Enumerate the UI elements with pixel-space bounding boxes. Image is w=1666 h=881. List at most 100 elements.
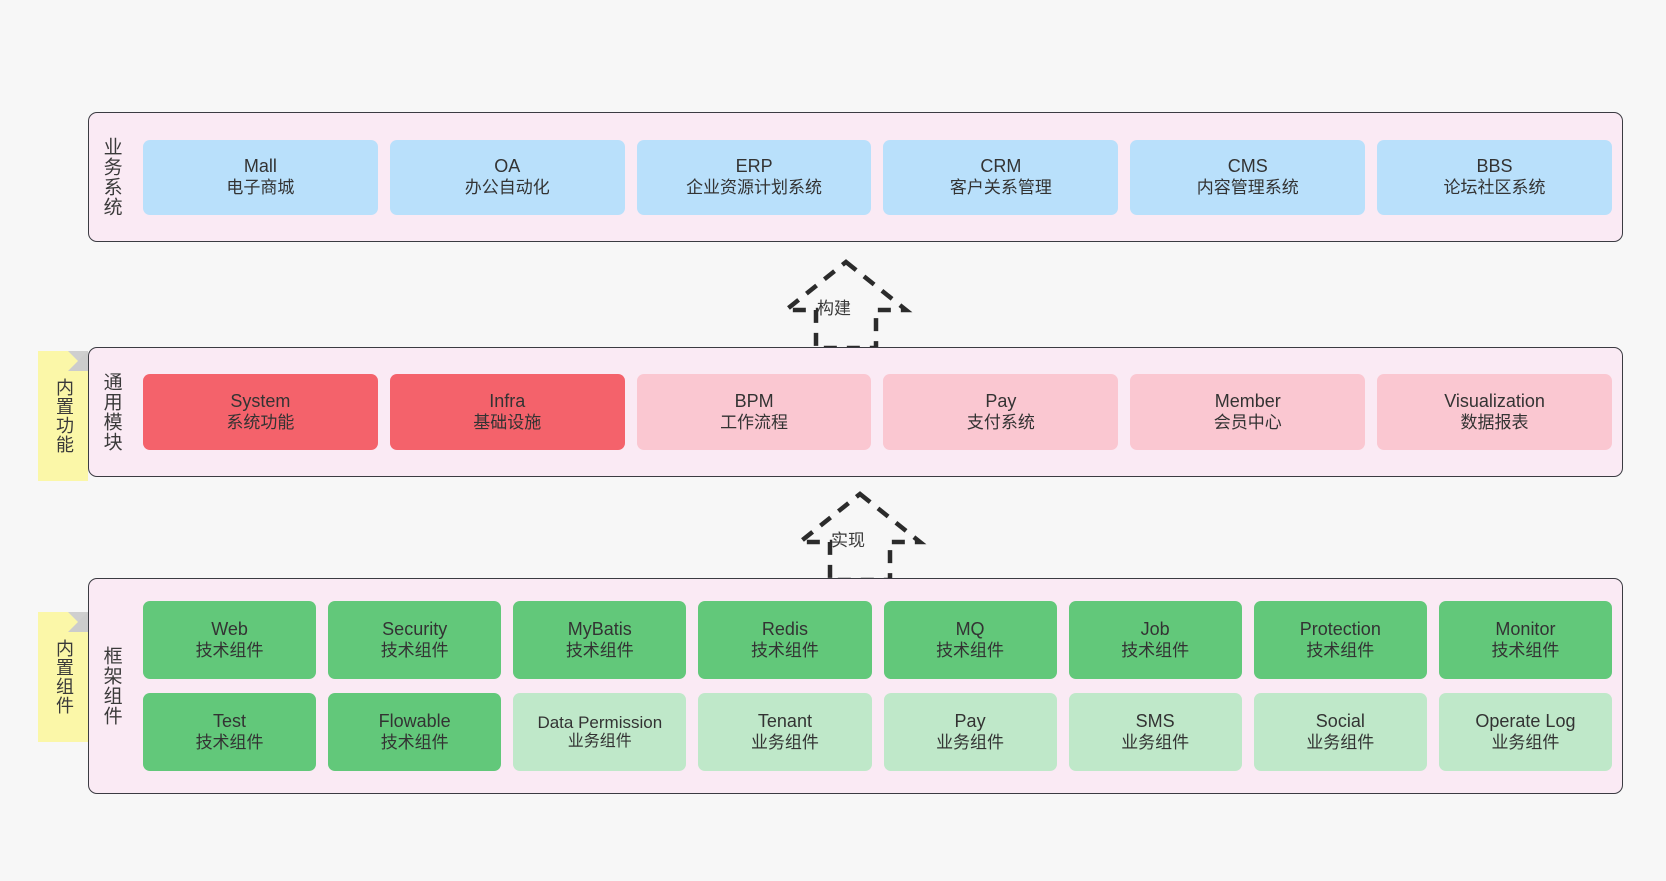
node-mall[interactable]: Mall 电子商城 — [143, 139, 378, 215]
node-job[interactable]: Job 技术组件 — [1068, 601, 1242, 679]
node-bpm-en: BPM — [734, 391, 774, 412]
arrow-implement-outline — [793, 491, 927, 583]
node-member-cn: 会员中心 — [1213, 412, 1282, 432]
node-pay-module-cn: 支付系统 — [966, 412, 1035, 432]
node-oa-en: OA — [494, 156, 521, 177]
node-visualization-cn: 数据报表 — [1460, 412, 1529, 432]
layer-title-framework: 框架组件 — [100, 646, 122, 726]
layer-body-business: Mall 电子商城 OA 办公自动化 ERP 企业资源计划系统 CRM 客户关系… — [133, 113, 1622, 241]
sticky-note-builtin-component-label: 内置组件 — [53, 639, 74, 715]
node-infra-en: Infra — [489, 391, 526, 412]
node-crm-cn: 客户关系管理 — [949, 177, 1052, 197]
layer-business-systems: 业务系统 Mall 电子商城 OA 办公自动化 ERP 企业资源计划系统 CRM — [88, 112, 1623, 242]
module-node-row: System 系统功能 Infra 基础设施 BPM 工作流程 Pay 支付系统… — [143, 374, 1612, 450]
node-mq-cn: 技术组件 — [936, 640, 1005, 660]
layer-body-modules: System 系统功能 Infra 基础设施 BPM 工作流程 Pay 支付系统… — [133, 348, 1622, 476]
node-cms-en: CMS — [1227, 156, 1268, 177]
arrow-build: 构建 — [756, 258, 936, 351]
node-pay-module-en: Pay — [985, 391, 1017, 412]
node-protection-en: Protection — [1299, 619, 1381, 640]
node-crm[interactable]: CRM 客户关系管理 — [883, 139, 1119, 215]
node-monitor-cn: 技术组件 — [1491, 640, 1560, 660]
node-bpm[interactable]: BPM 工作流程 — [636, 374, 872, 450]
node-bbs[interactable]: BBS 论坛社区系统 — [1377, 139, 1612, 215]
node-system-en: System — [230, 391, 291, 412]
node-pay-component-en: Pay — [954, 711, 986, 732]
business-node-row: Mall 电子商城 OA 办公自动化 ERP 企业资源计划系统 CRM 客户关系… — [143, 139, 1612, 215]
node-tenant-cn: 业务组件 — [750, 732, 819, 752]
node-mq-en: MQ — [955, 619, 985, 640]
node-redis-en: Redis — [761, 619, 808, 640]
node-crm-en: CRM — [980, 156, 1022, 177]
node-data-permission-cn: 业务组件 — [567, 732, 632, 750]
node-pay-component-cn: 业务组件 — [936, 732, 1005, 752]
node-visualization-en: Visualization — [1444, 391, 1545, 412]
node-web[interactable]: Web 技术组件 — [143, 601, 317, 679]
node-infra-cn: 基础设施 — [473, 412, 542, 432]
sticky-note-builtin-function-label: 内置功能 — [53, 378, 74, 454]
node-pay-module[interactable]: Pay 支付系统 — [883, 374, 1119, 450]
layer-title-business: 业务系统 — [100, 137, 122, 217]
layer-common-modules: 通用模块 System 系统功能 Infra 基础设施 BPM 工作流程 Pay — [88, 347, 1623, 477]
node-flowable[interactable]: Flowable 技术组件 — [328, 693, 502, 771]
node-erp-cn: 企业资源计划系统 — [686, 177, 823, 197]
node-bpm-cn: 工作流程 — [720, 412, 789, 432]
node-operate-log-cn: 业务组件 — [1491, 732, 1560, 752]
node-oa[interactable]: OA 办公自动化 — [389, 139, 625, 215]
node-tenant[interactable]: Tenant 业务组件 — [698, 693, 872, 771]
node-test[interactable]: Test 技术组件 — [143, 693, 317, 771]
node-tenant-en: Tenant — [757, 711, 812, 732]
node-job-cn: 技术组件 — [1121, 640, 1190, 660]
sticky-note-builtin-component: 内置组件 — [38, 612, 88, 742]
node-bbs-en: BBS — [1476, 156, 1513, 177]
node-mybatis[interactable]: MyBatis 技术组件 — [513, 601, 687, 679]
node-mall-cn: 电子商城 — [226, 177, 295, 197]
node-job-en: Job — [1140, 619, 1170, 640]
node-mq[interactable]: MQ 技术组件 — [883, 601, 1057, 679]
node-member[interactable]: Member 会员中心 — [1130, 374, 1366, 450]
node-sms[interactable]: SMS 业务组件 — [1068, 693, 1242, 771]
node-mall-en: Mall — [243, 156, 277, 177]
node-security-cn: 技术组件 — [380, 640, 449, 660]
node-web-en: Web — [211, 619, 248, 640]
node-social-cn: 业务组件 — [1306, 732, 1375, 752]
layer-title-modules: 通用模块 — [100, 372, 122, 452]
node-redis-cn: 技术组件 — [750, 640, 819, 660]
node-flowable-cn: 技术组件 — [380, 732, 449, 752]
node-test-en: Test — [213, 711, 247, 732]
node-operate-log[interactable]: Operate Log 业务组件 — [1438, 693, 1612, 771]
node-redis[interactable]: Redis 技术组件 — [698, 601, 872, 679]
node-cms-cn: 内容管理系统 — [1196, 177, 1299, 197]
framework-node-rows: Web 技术组件 Security 技术组件 MyBatis 技术组件 Redi… — [143, 601, 1612, 771]
node-sms-en: SMS — [1135, 711, 1175, 732]
node-social[interactable]: Social 业务组件 — [1253, 693, 1427, 771]
node-data-permission-en: Data Permission — [537, 712, 663, 732]
node-oa-cn: 办公自动化 — [464, 177, 550, 197]
node-data-permission[interactable]: Data Permission 业务组件 — [513, 693, 687, 771]
node-monitor[interactable]: Monitor 技术组件 — [1438, 601, 1612, 679]
node-cms[interactable]: CMS 内容管理系统 — [1130, 139, 1366, 215]
node-system[interactable]: System 系统功能 — [143, 374, 378, 450]
node-test-cn: 技术组件 — [195, 732, 264, 752]
node-protection-cn: 技术组件 — [1306, 640, 1375, 660]
layer-framework-components: 框架组件 Web 技术组件 Security 技术组件 MyBatis 技术组件 — [88, 578, 1623, 794]
node-monitor-en: Monitor — [1495, 619, 1556, 640]
node-web-cn: 技术组件 — [195, 640, 264, 660]
note-fold-icon — [68, 351, 88, 371]
node-security-en: Security — [382, 619, 448, 640]
node-operate-log-en: Operate Log — [1475, 711, 1576, 732]
node-security[interactable]: Security 技术组件 — [328, 601, 502, 679]
node-pay-component[interactable]: Pay 业务组件 — [883, 693, 1057, 771]
node-bbs-cn: 论坛社区系统 — [1443, 177, 1546, 197]
sticky-note-builtin-function: 内置功能 — [38, 351, 88, 481]
node-protection[interactable]: Protection 技术组件 — [1253, 601, 1427, 679]
node-mybatis-en: MyBatis — [567, 619, 632, 640]
framework-row-tech: Web 技术组件 Security 技术组件 MyBatis 技术组件 Redi… — [143, 601, 1612, 679]
node-visualization[interactable]: Visualization 数据报表 — [1377, 374, 1612, 450]
layer-body-framework: Web 技术组件 Security 技术组件 MyBatis 技术组件 Redi… — [133, 579, 1622, 793]
node-mybatis-cn: 技术组件 — [565, 640, 634, 660]
node-infra[interactable]: Infra 基础设施 — [389, 374, 625, 450]
node-erp[interactable]: ERP 企业资源计划系统 — [636, 139, 872, 215]
node-social-en: Social — [1315, 711, 1365, 732]
